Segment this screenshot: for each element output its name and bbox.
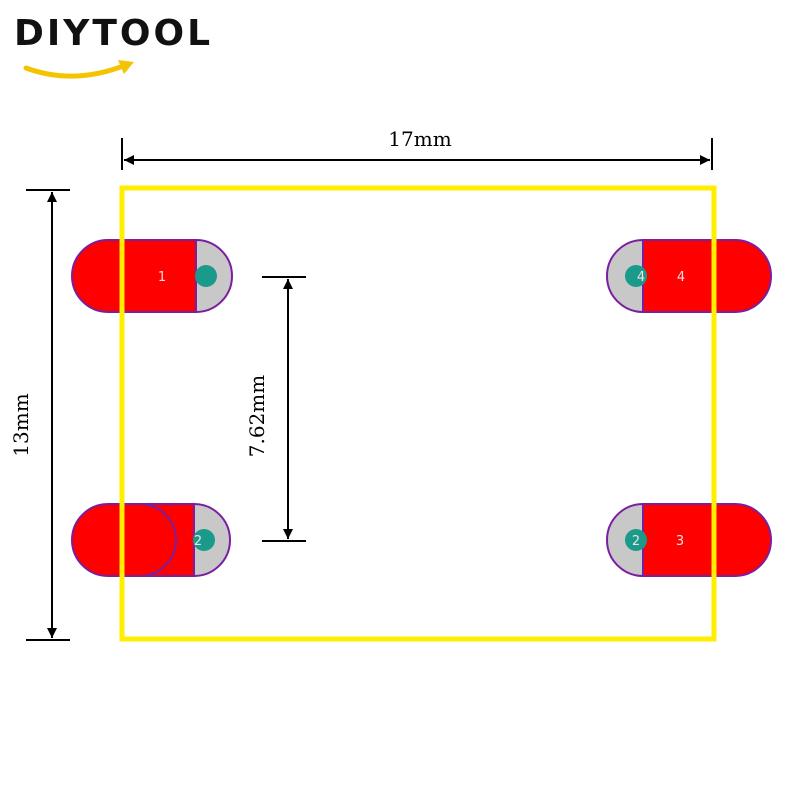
pad-3: 2 3 bbox=[606, 502, 772, 578]
width-dimension-label: 17mm bbox=[388, 127, 451, 151]
pad-4: 4 4 bbox=[606, 238, 772, 314]
pad-2: 2 bbox=[71, 502, 231, 578]
pad-3-label: 3 bbox=[676, 534, 684, 549]
pad-1-label: 1 bbox=[158, 270, 166, 285]
board-outline bbox=[119, 185, 717, 642]
logo-text: DIYTOOL bbox=[14, 13, 214, 54]
height-dimension: 13mm bbox=[9, 189, 70, 641]
pitch-dimension: 7.62mm bbox=[245, 276, 306, 542]
pad-4-label: 4 bbox=[677, 270, 685, 285]
pad-2-drill-label: 2 bbox=[194, 534, 202, 549]
brand-logo: DIYTOOL bbox=[14, 14, 264, 84]
pad-1: 1 bbox=[71, 238, 233, 314]
pad-3-drill-label: 2 bbox=[632, 534, 640, 549]
logo-swoosh-icon bbox=[23, 60, 134, 79]
pitch-dimension-label: 7.62mm bbox=[245, 375, 269, 457]
width-dimension: 17mm bbox=[121, 127, 713, 170]
height-dimension-label: 13mm bbox=[9, 393, 33, 456]
pad-4-drill-label: 4 bbox=[637, 270, 645, 285]
